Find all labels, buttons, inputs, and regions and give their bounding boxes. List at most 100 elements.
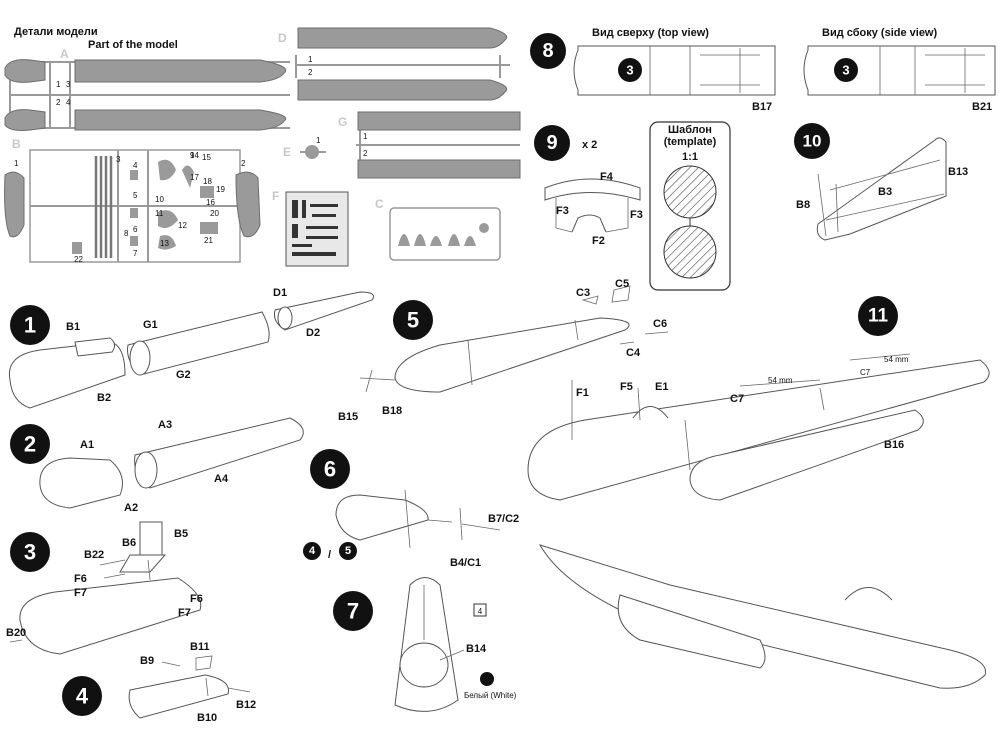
- step-10-num: 10: [803, 132, 822, 151]
- step-5-label-c4: C4: [626, 347, 641, 359]
- step-3-label-f6-left: F6: [74, 573, 87, 585]
- sprue-d: D 1 2: [278, 27, 510, 101]
- step-2-label-a3: A3: [158, 419, 172, 431]
- step-9-badge: [534, 125, 570, 161]
- top-view-drawing: [573, 45, 776, 96]
- template-title-ru: Шаблон: [668, 124, 712, 136]
- step-5-label-b15: B15: [338, 411, 358, 423]
- template-circle-2: [663, 225, 717, 279]
- sprue-b-num-16: 16: [206, 198, 215, 207]
- step-7-white-label: Белый (White): [464, 691, 517, 700]
- part-d2: [297, 79, 508, 101]
- sprue-a-num-4: 4: [66, 98, 71, 107]
- part-b6: [119, 554, 167, 573]
- step-3-label-b5: B5: [174, 528, 188, 540]
- step-4-num: 4: [76, 684, 89, 709]
- side-view-drawing: [803, 45, 996, 96]
- step-6-badge: [310, 449, 350, 489]
- step-9-label-f3-right: F3: [630, 209, 643, 221]
- sprue-a-num-3: 3: [66, 80, 71, 89]
- step-4-label-b11: B11: [190, 641, 210, 653]
- step-5: 5 C3 C5 C6 C4 B15 B18: [338, 278, 669, 423]
- template-circle-1: [663, 165, 717, 219]
- step-6-sub-b: 5: [345, 545, 351, 557]
- tail-step-6: [335, 494, 429, 541]
- sprue-g: G 1 2: [338, 111, 521, 179]
- sprue-b-num-6: 6: [133, 225, 138, 234]
- step-11-label-f5: F5: [620, 381, 633, 393]
- sprue-e-num-1: 1: [316, 136, 321, 145]
- step-4: 4 B11 B9 B10 B12: [62, 641, 256, 724]
- part-g1: [357, 111, 521, 131]
- sub-torpedo-bottom: [617, 594, 766, 669]
- template-scale: 1:1: [682, 151, 698, 163]
- sprue-b-num-1: 1: [14, 159, 19, 168]
- hull-b1-top: [74, 337, 116, 357]
- step-3: 3 B5 B6 B22 F6 F7 F6 F7 B20: [6, 521, 203, 655]
- part-b-side-right: [235, 171, 261, 238]
- sprue-b-num-18: 18: [203, 177, 212, 186]
- sub-dome-top: [632, 406, 669, 419]
- step-10-label-b13: B13: [948, 166, 968, 178]
- sprue-b-num-11: 11: [155, 209, 164, 218]
- sprue-b-num-20: 20: [210, 209, 219, 218]
- sprue-a-letter: A: [60, 47, 69, 61]
- step-6: 6 4 / 5 B7/C2 B4/C1: [303, 449, 519, 569]
- sub-hull-bottom: [538, 544, 987, 689]
- step-6-label-b7c2: B7/C2: [488, 513, 519, 525]
- step-6-label-b4c1: B4/C1: [450, 557, 481, 569]
- part-a-small-1: [4, 59, 46, 83]
- step-8b-sub-num: 3: [842, 63, 849, 78]
- step-1-label-g1: G1: [143, 319, 158, 331]
- step-3-label-b6: B6: [122, 537, 136, 549]
- paint-white-icon: [480, 672, 494, 686]
- step-2-label-a4: A4: [214, 473, 229, 485]
- step-11-label-e1: E1: [655, 381, 668, 393]
- sprue-b-letter: B: [12, 137, 21, 151]
- header-title-ru: Детали модели: [14, 26, 98, 38]
- step-10-label-b8: B8: [796, 199, 810, 211]
- sprue-d-num-2: 2: [308, 68, 313, 77]
- step-5-badge: [393, 300, 433, 340]
- step-1-label-d2: D2: [306, 327, 320, 339]
- step-4-label-b12: B12: [236, 699, 256, 711]
- step-2-num: 2: [24, 432, 36, 457]
- step-9-num: 9: [546, 132, 557, 154]
- sprue-b: B 1 2 3 4 5 6 7 8 9 10 11 12 13 14 15 16…: [4, 137, 261, 264]
- sprue-b-num-7: 7: [133, 249, 138, 258]
- hull-step-4: [128, 674, 230, 719]
- step-2: 2 A1 A3 A4 A2: [10, 417, 304, 514]
- step-1-num: 1: [24, 313, 36, 338]
- step-1-label-g2: G2: [176, 369, 191, 381]
- step-11-label-c7-b: C7: [860, 368, 871, 377]
- step-10: 10 B13 B3 B8: [794, 123, 968, 241]
- step-8-sub-badge: [618, 58, 642, 82]
- step-11-label-f1: F1: [576, 387, 589, 399]
- hull-a1: [39, 457, 123, 509]
- step-5-label-c3: C3: [576, 287, 590, 299]
- step-2-badge: [10, 424, 50, 464]
- sprue-c: C: [375, 197, 501, 261]
- template-arc-bottom: [571, 214, 607, 233]
- step-7-badge: [333, 591, 373, 631]
- step-11-dim-2: 54 mm: [884, 355, 909, 364]
- step-3-label-b20: B20: [6, 627, 26, 639]
- sprue-f-letter: F: [272, 189, 279, 203]
- step-11-num: 11: [868, 306, 889, 327]
- step-8: 8 Вид сверху (top view) 3 B17 Вид сбоку …: [530, 27, 996, 113]
- sub-dome-bottom: [844, 587, 893, 601]
- step-3-label-f6-right: F6: [190, 593, 203, 605]
- step-1-badge: [10, 305, 50, 345]
- step-5-label-b18: B18: [382, 405, 402, 417]
- part-a-hull-1: [74, 59, 287, 83]
- step-2-label-a1: A1: [80, 439, 94, 451]
- step-7-ref-box-num: 4: [478, 607, 483, 616]
- step-7-label-b14: B14: [466, 643, 487, 655]
- step-4-badge: [62, 676, 102, 716]
- sprue-b-num-2: 2: [241, 159, 246, 168]
- sprue-b-num-17: 17: [190, 173, 199, 182]
- sprue-a-num-2: 2: [56, 98, 61, 107]
- step-1-label-d1: D1: [273, 287, 287, 299]
- step-3-label-f7-left: F7: [74, 587, 87, 599]
